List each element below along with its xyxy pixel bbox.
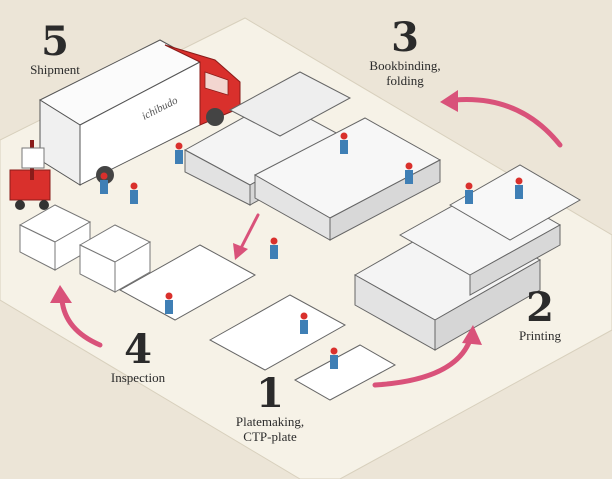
forklift [9, 140, 51, 210]
arrow-printing-to-bookbinding [452, 97, 563, 148]
step-number: 3 [391, 14, 419, 61]
step-number: 2 [526, 284, 554, 331]
step-number: 4 [124, 326, 152, 373]
step-label: Platemaking, CTP-plate [235, 414, 305, 444]
step-label: Shipment [30, 62, 80, 77]
step-inspection: 4 Inspection [102, 326, 174, 386]
process-arrows [50, 90, 563, 388]
printing-presses [353, 164, 581, 351]
arrow-bookbinding-to-inspection [238, 213, 260, 252]
workers [100, 132, 523, 369]
step-shipment: 5 Shipment [20, 18, 90, 78]
arrow-platemaking-to-printing [372, 337, 473, 388]
box-stacks [18, 204, 152, 293]
arrow-inspection-to-shipment [59, 297, 103, 348]
step-number: 1 [256, 370, 284, 417]
arrow-head [462, 325, 482, 345]
inspection-tables [118, 244, 397, 401]
step-bookbinding: 3 Bookbinding, folding [360, 14, 450, 89]
step-label: Inspection [110, 370, 166, 385]
step-number: 5 [41, 18, 69, 65]
arrow-head [440, 90, 458, 112]
step-platemaking: 1 Platemaking, CTP-plate [230, 370, 310, 445]
arrow-head [233, 243, 248, 260]
delivery-truck [38, 39, 241, 186]
step-label: Bookbinding, folding [369, 58, 441, 88]
bookbinding-machines [183, 71, 442, 241]
step-printing: 2 Printing [512, 284, 568, 344]
arrow-head [50, 285, 72, 303]
step-label: Printing [519, 328, 561, 343]
